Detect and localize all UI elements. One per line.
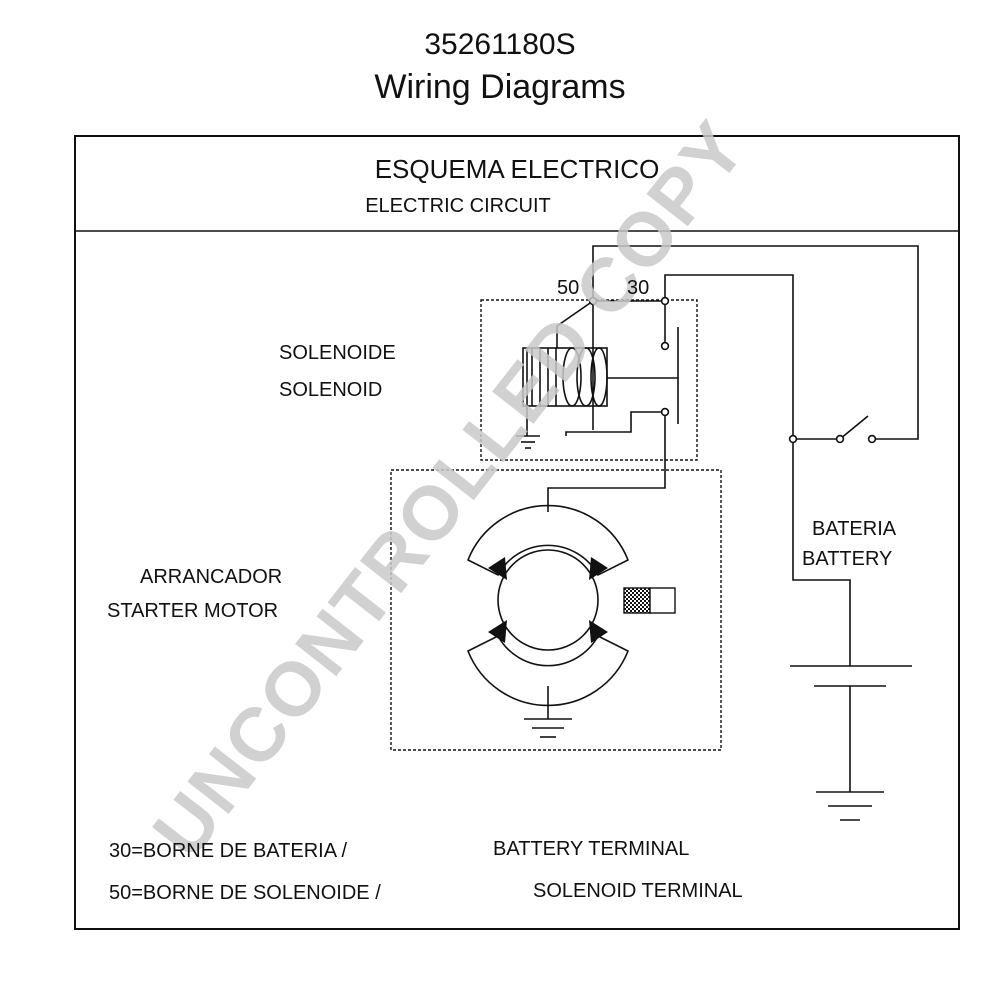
legend-50-es: 50=BORNE DE SOLENOIDE / <box>109 882 381 904</box>
terminal-50-label: 50 <box>557 277 580 299</box>
battery-label-en: BATTERY <box>802 548 893 570</box>
pinion <box>623 587 651 614</box>
coil-turn <box>562 347 582 407</box>
motor-feed-wire <box>547 412 666 512</box>
circuit-heading-es: ESQUEMA ELECTRICO <box>374 154 660 184</box>
brush <box>589 620 608 643</box>
switch-blade <box>839 415 869 440</box>
brush <box>488 557 507 580</box>
solenoid-label-en: SOLENOID <box>279 379 383 401</box>
coil-turn <box>576 347 596 407</box>
armature <box>497 549 599 651</box>
switch-point <box>788 434 798 444</box>
brush <box>488 620 507 643</box>
field-pole-bottom <box>466 634 630 707</box>
coil-lead-diagonal <box>556 300 594 327</box>
legend-30-es: 30=BORNE DE BATERIA / <box>109 840 348 862</box>
coil-turn <box>590 347 608 407</box>
watermark-text: UNCONTROLLED COPY <box>137 105 763 873</box>
starter-label-es: ARRANCADOR <box>140 566 283 588</box>
battery-wire <box>664 274 851 666</box>
terminal-50-point <box>588 296 598 306</box>
field-pole-top <box>466 504 630 577</box>
legend-30-en: BATTERY TERMINAL <box>493 838 690 860</box>
switch-point <box>867 434 877 444</box>
switch-point <box>835 434 845 444</box>
diagram-frame <box>74 135 960 930</box>
contact-point <box>660 407 670 417</box>
battery-label-es: BATERIA <box>812 518 897 540</box>
brush <box>589 557 608 580</box>
circuit-heading-en: ELECTRIC CIRCUIT <box>365 195 551 217</box>
solenoid-label-es: SOLENOIDE <box>279 342 396 364</box>
part-number: 35261180S <box>424 28 576 61</box>
coil-return-wire <box>565 411 665 436</box>
contact-point <box>660 341 670 351</box>
terminal-30-point <box>660 296 670 306</box>
starter-label-en: STARTER MOTOR <box>107 600 279 622</box>
page-title: Wiring Diagrams <box>374 68 626 106</box>
terminal-30-label: 30 <box>627 277 650 299</box>
starter-box <box>390 469 722 751</box>
legend-50-en: SOLENOID TERMINAL <box>533 880 743 902</box>
pinion <box>649 587 676 614</box>
switch-wire <box>592 245 919 440</box>
